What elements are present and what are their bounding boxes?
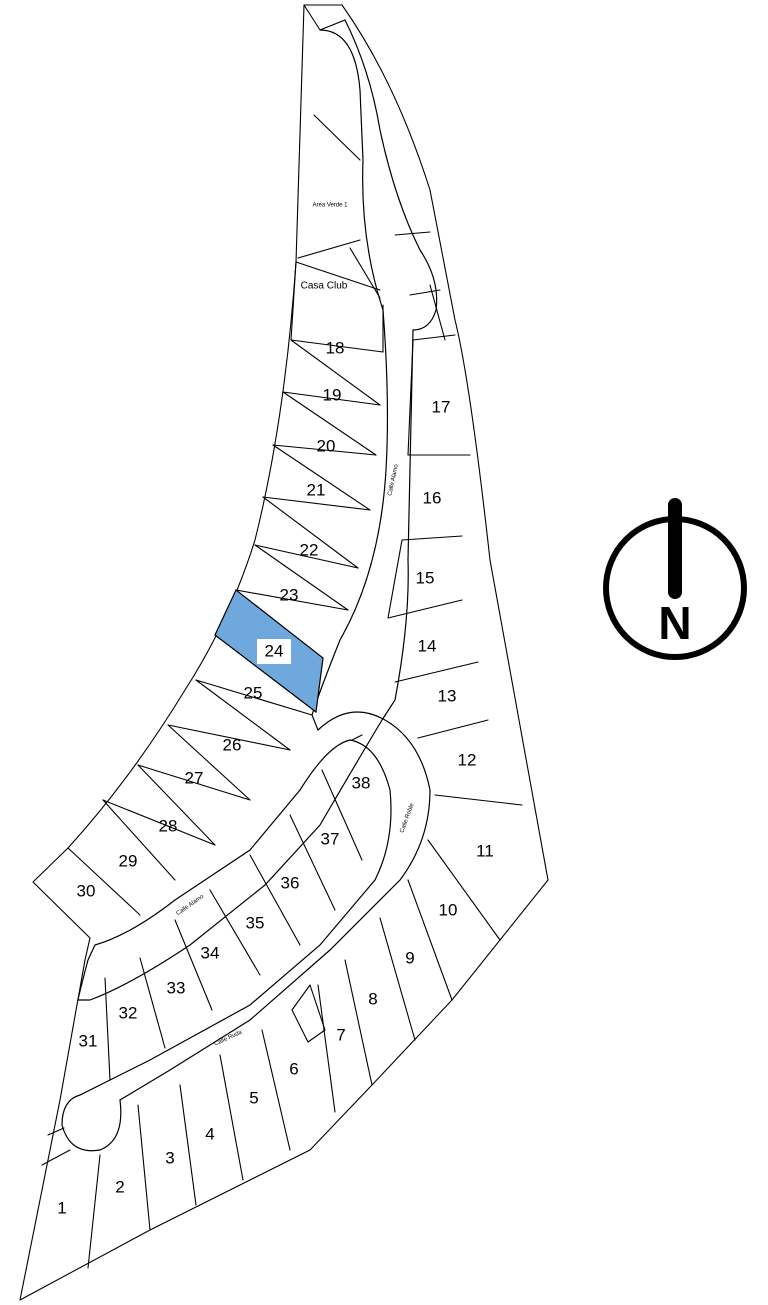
lot-label-7: 7 — [336, 1025, 345, 1044]
lot-label-22: 22 — [300, 540, 319, 559]
lot-label-26: 26 — [223, 735, 242, 754]
lot-label-10: 10 — [439, 900, 458, 919]
area-verde-label: Area Verde 1 — [312, 203, 348, 209]
lot-label-8: 8 — [368, 989, 377, 1008]
lot-label-25: 25 — [244, 683, 263, 702]
lot-label-28: 28 — [159, 816, 178, 835]
lot-label-13: 13 — [438, 686, 457, 705]
lot-label-15: 15 — [416, 568, 435, 587]
lot-label-4: 4 — [205, 1124, 214, 1143]
lot-label-38: 38 — [352, 773, 371, 792]
lot-label-37: 37 — [321, 829, 340, 848]
lot-label-17: 17 — [432, 397, 451, 416]
lot-24-label-box — [257, 639, 291, 664]
lot-label-20: 20 — [317, 436, 336, 455]
lot-label-29: 29 — [119, 851, 138, 870]
lot-label-6: 6 — [289, 1059, 298, 1078]
lot-label-12: 12 — [458, 750, 477, 769]
lot-label-35: 35 — [246, 913, 265, 932]
lot-labels: 1 2 3 4 5 6 7 8 9 10 11 12 13 14 15 16 1… — [57, 338, 494, 1217]
lot-label-16: 16 — [423, 488, 442, 507]
lot-label-2: 2 — [115, 1177, 124, 1196]
property-boundary — [19, 4, 549, 1301]
lot-label-34: 34 — [201, 943, 220, 962]
north-arrow-icon: N — [603, 498, 747, 660]
lot-label-3: 3 — [165, 1148, 174, 1167]
lot-label-9: 9 — [405, 948, 414, 967]
casa-club-label: Casa Club — [301, 281, 348, 292]
lot-label-5: 5 — [249, 1088, 258, 1107]
lot-label-33: 33 — [167, 978, 186, 997]
compass-letter: N — [658, 597, 691, 649]
lot-label-30: 30 — [77, 881, 96, 900]
lot-label-21: 21 — [307, 480, 326, 499]
lot-label-14: 14 — [418, 636, 437, 655]
lot-label-27: 27 — [185, 768, 204, 787]
lot-lines — [41, 4, 523, 1269]
lot-label-23: 23 — [280, 585, 299, 604]
lot-label-19: 19 — [323, 385, 342, 404]
road-calle-alamo — [61, 19, 438, 1152]
lot-label-31: 31 — [79, 1031, 98, 1050]
lot-label-1: 1 — [57, 1198, 66, 1217]
lot-label-24: 24 — [265, 641, 284, 660]
lot-label-18: 18 — [326, 338, 345, 357]
lot-label-36: 36 — [281, 873, 300, 892]
lot-label-32: 32 — [119, 1003, 138, 1022]
lot-label-11: 11 — [476, 841, 494, 860]
